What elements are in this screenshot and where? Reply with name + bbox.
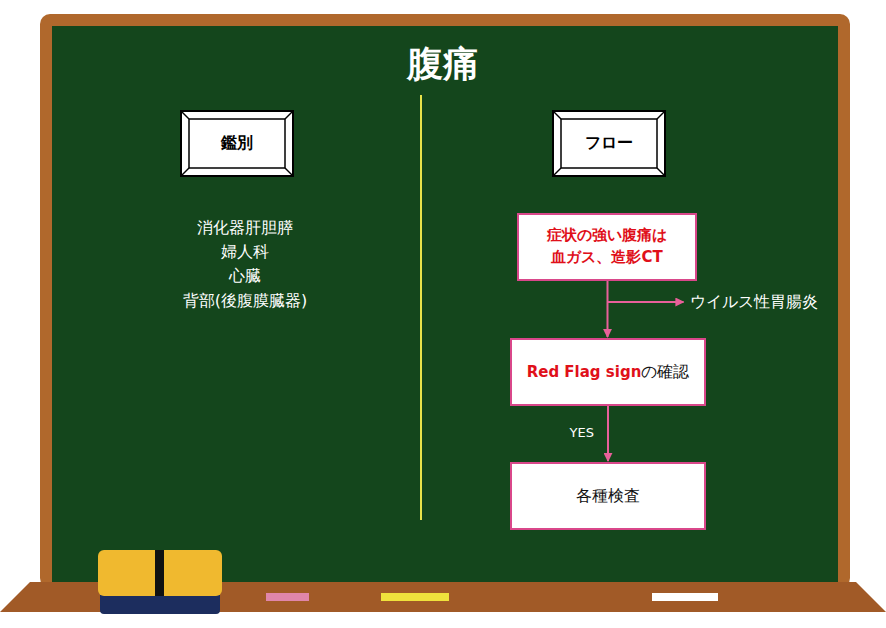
node-text: 各種検査 bbox=[576, 486, 640, 505]
node-text: Red Flag sign bbox=[527, 363, 642, 381]
inner-frame bbox=[561, 119, 657, 168]
outer-frame bbox=[553, 111, 665, 176]
bevel-corner bbox=[657, 168, 665, 176]
text-wrap: 鑑別 bbox=[201, 127, 273, 160]
note-text: 背部(後腹膜臓器) bbox=[183, 291, 307, 312]
bevel-header-box: 鑑別 bbox=[180, 110, 294, 177]
bevel-corner bbox=[553, 168, 561, 176]
flow-arrow bbox=[607, 281, 609, 337]
eraser-top bbox=[98, 550, 222, 596]
inner-frame bbox=[189, 119, 285, 168]
yellow-chalk bbox=[381, 593, 449, 601]
node-text: の確認 bbox=[641, 362, 689, 381]
board-surface bbox=[52, 26, 838, 582]
process-box: Red Flag signの確認 bbox=[510, 338, 706, 406]
bevel-corner bbox=[181, 168, 189, 176]
bevel-corner bbox=[657, 111, 665, 119]
bevel-corner bbox=[181, 111, 189, 119]
node-text: フロー bbox=[585, 133, 633, 152]
bevel-header-box: フロー bbox=[552, 110, 666, 177]
node-text: 鑑別 bbox=[221, 133, 253, 152]
note-text: 心臓 bbox=[229, 266, 261, 287]
ledge-bottom bbox=[0, 612, 886, 628]
process-box: 各種検査 bbox=[510, 462, 706, 530]
text-wrap: Red Flag signの確認 bbox=[515, 356, 702, 389]
process-box: 症状の強い腹痛は 血ガス、造影CT bbox=[517, 213, 697, 281]
pink-chalk bbox=[266, 593, 309, 601]
edge-label: YES bbox=[570, 425, 594, 440]
note-text: ウイルス性胃腸炎 bbox=[690, 292, 818, 313]
bevel-corner bbox=[285, 111, 293, 119]
text-wrap: 症状の強い腹痛は 血ガス、造影CT bbox=[519, 219, 695, 275]
title: 腹痛 bbox=[0, 40, 886, 89]
node-text: 症状の強い腹痛は 血ガス、造影CT bbox=[547, 226, 667, 266]
note-text: 消化器肝胆膵 bbox=[197, 218, 293, 239]
divider-line bbox=[420, 95, 422, 520]
flow-arrow bbox=[607, 406, 609, 461]
board-frame bbox=[40, 14, 850, 588]
branch-arrow bbox=[608, 301, 684, 303]
note-text: 婦人科 bbox=[221, 242, 269, 263]
eraser-stripe bbox=[155, 550, 164, 596]
outer-frame bbox=[181, 111, 293, 176]
text-wrap: 各種検査 bbox=[564, 480, 652, 513]
bevel-corner bbox=[553, 111, 561, 119]
bevel-corner bbox=[285, 168, 293, 176]
white-chalk bbox=[652, 593, 718, 601]
text-wrap: フロー bbox=[565, 127, 653, 160]
